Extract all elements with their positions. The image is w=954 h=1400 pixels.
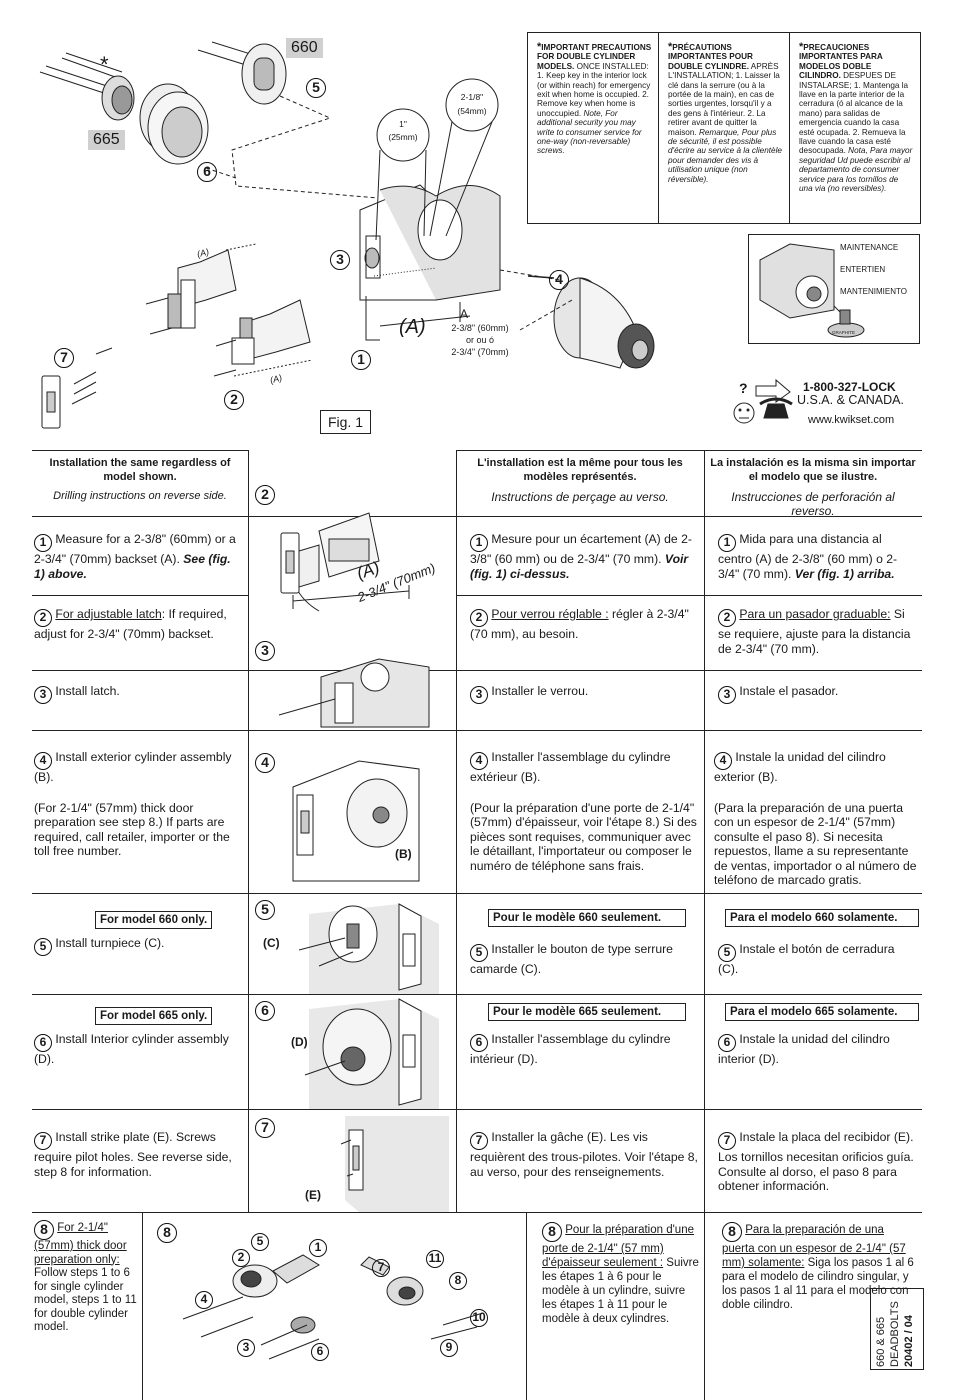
question-icon: ? <box>739 380 748 396</box>
step2-es: 2 Para un pasador graduable: Si se requi… <box>718 607 911 656</box>
fig-1-label: Fig. 1 <box>320 410 371 434</box>
header-en: Installation the same regardless of mode… <box>49 457 231 502</box>
graphite-label: GRAPHITE <box>832 330 856 335</box>
fig-callout-7: 7 <box>54 348 74 368</box>
dim-2-1-8: 2-1/8" (54mm) <box>457 92 487 116</box>
step6-fr: 6 Installer l'assemblage du cylindre int… <box>470 1032 671 1066</box>
header-fr: L'installation est la même pour tous les… <box>477 457 683 504</box>
asterisk-mark: * <box>100 52 109 77</box>
fig-callout-4: 4 <box>549 270 569 290</box>
step7-es: 7 Instale la placa del recibidor (E). Lo… <box>718 1130 914 1193</box>
step6-en: 6 Install Interior cylinder assembly (D)… <box>34 1032 229 1066</box>
step8-fr: 8 Pour la préparation d'une porte de 2-1… <box>542 1222 699 1325</box>
step5-fr-box: Pour le modèle 660 seulement. <box>488 909 686 927</box>
step2-en: 2 For adjustable latch: If required, adj… <box>34 607 227 641</box>
dim-1in: 1" (25mm) <box>388 119 418 142</box>
website-link[interactable]: www.kwikset.com <box>808 414 895 426</box>
step2-illustration: 2 (A) 2-3/4" (70mm) <box>249 451 456 670</box>
dim-a-large: (A) <box>399 316 426 338</box>
step3-en: 3 Install latch. <box>34 684 244 704</box>
backset-dims: 2-3/8" (60mm) or ou ó 2-3/4" (70mm) <box>451 323 509 357</box>
fig-callout-3: 3 <box>330 250 350 270</box>
step6-en-box: For model 665 only. <box>95 1007 213 1025</box>
maintenance-fr: ENTERTIEN <box>840 265 886 274</box>
step5-fr: 5 Installer le bouton de type serrure ca… <box>470 942 673 976</box>
step6-illustration: 6 (D) <box>249 995 456 1109</box>
step1-number: 1 <box>34 534 52 552</box>
step3-fr: 3 Installer le verrou. <box>470 684 698 704</box>
step7-fr: 7 Installer la gâche (E). Les vis requiè… <box>470 1130 698 1179</box>
step1-es: 1 Mida para una distancia al centro (A) … <box>718 532 898 581</box>
step6-es-box: Para el modelo 665 solamente. <box>725 1003 919 1021</box>
model-660-label: 660 <box>286 38 323 58</box>
step2-fr: 2 Pour verrou réglable : régler à 2-3/4"… <box>470 607 689 641</box>
latch-backset-drawing <box>280 512 410 612</box>
step4-illustration: 4 (B) <box>249 731 456 893</box>
double-cylinder-drawing <box>182 1254 484 1360</box>
latch-install-drawing <box>278 658 430 728</box>
header-es: La instalación es la misma sin importar … <box>710 457 916 518</box>
precautions-en: *IMPORTANT PRECAUTIONS FOR DOUBLE CYLIND… <box>528 33 659 223</box>
step7-en: 7 Install strike plate (E). Screws requi… <box>34 1130 232 1179</box>
model-665-label: 665 <box>88 130 125 150</box>
region-label: U.S.A. & CANADA. <box>797 393 904 407</box>
dim-a-letter: A <box>460 307 469 321</box>
step4-es: 4 Instale la unidad del cilindro exterio… <box>714 750 917 887</box>
step6-fr-box: Pour le modèle 665 seulement. <box>488 1003 686 1021</box>
step4-en: 4 Install exterior cylinder assembly (B)… <box>34 750 232 858</box>
precautions-es: *PRECAUCIONES IMPORTANTES PARA MODELOS D… <box>799 41 913 194</box>
step1-en: 1 Measure for a 2-3/8" (60mm) or a 2-3/4… <box>34 532 236 581</box>
document-code: 660 & 665 DEADBOLTS 20402 / 04 <box>870 1288 924 1370</box>
precautions-fr: *PRÉCAUTIONS IMPORTANTES POUR DOUBLE CYL… <box>659 33 790 223</box>
fig-callout-6: 6 <box>197 162 217 182</box>
step8-es: 8 Para la preparación de una puerta con … <box>722 1222 914 1311</box>
phone-number: 1-800-327-LOCK <box>803 380 896 394</box>
step1-fr: 1 Mesure pour un écartement (A) de 2-3/8… <box>470 532 692 581</box>
fig-callout-2: 2 <box>224 390 244 410</box>
maintenance-es: MANTENIMIENTO <box>840 287 907 296</box>
step7-illustration: 7 (E) <box>249 1110 456 1212</box>
step5-es: 5 Instale el botón de cerradura (C). <box>718 942 895 976</box>
step8-illustration: 8 1 2 3 4 5 6 7 8 9 10 11 <box>143 1213 526 1400</box>
step5-es-box: Para el modelo 660 solamente. <box>725 909 919 927</box>
step8-en: 8 For 2-1/4" (57mm) thick door preparati… <box>34 1220 137 1333</box>
fig-callout-5: 5 <box>306 78 326 98</box>
step5-en: 5 Install turnpiece (C). <box>34 936 244 956</box>
step3-es: 3 Instale el pasador. <box>718 684 918 704</box>
step4-fr: 4 Installer l'assemblage du cylindre ext… <box>470 750 697 873</box>
step6-es: 6 Instale la unidad del cilindro interio… <box>718 1032 890 1066</box>
figure-1: 660 665 * 1" (25mm) 2-1/8" (54mm) (A) (A… <box>0 0 954 448</box>
step3-illustration: 3 <box>249 641 456 730</box>
precautions-box: *IMPORTANT PRECAUTIONS FOR DOUBLE CYLIND… <box>527 32 921 224</box>
maintenance-box <box>748 234 920 344</box>
step5-en-box: For model 660 only. <box>95 911 213 929</box>
exploded-lock-diagram <box>39 41 865 429</box>
step5-illustration: 5 (C) <box>249 894 456 994</box>
maintenance-en: MAINTENANCE <box>840 243 899 252</box>
fig-callout-1: 1 <box>351 350 371 370</box>
